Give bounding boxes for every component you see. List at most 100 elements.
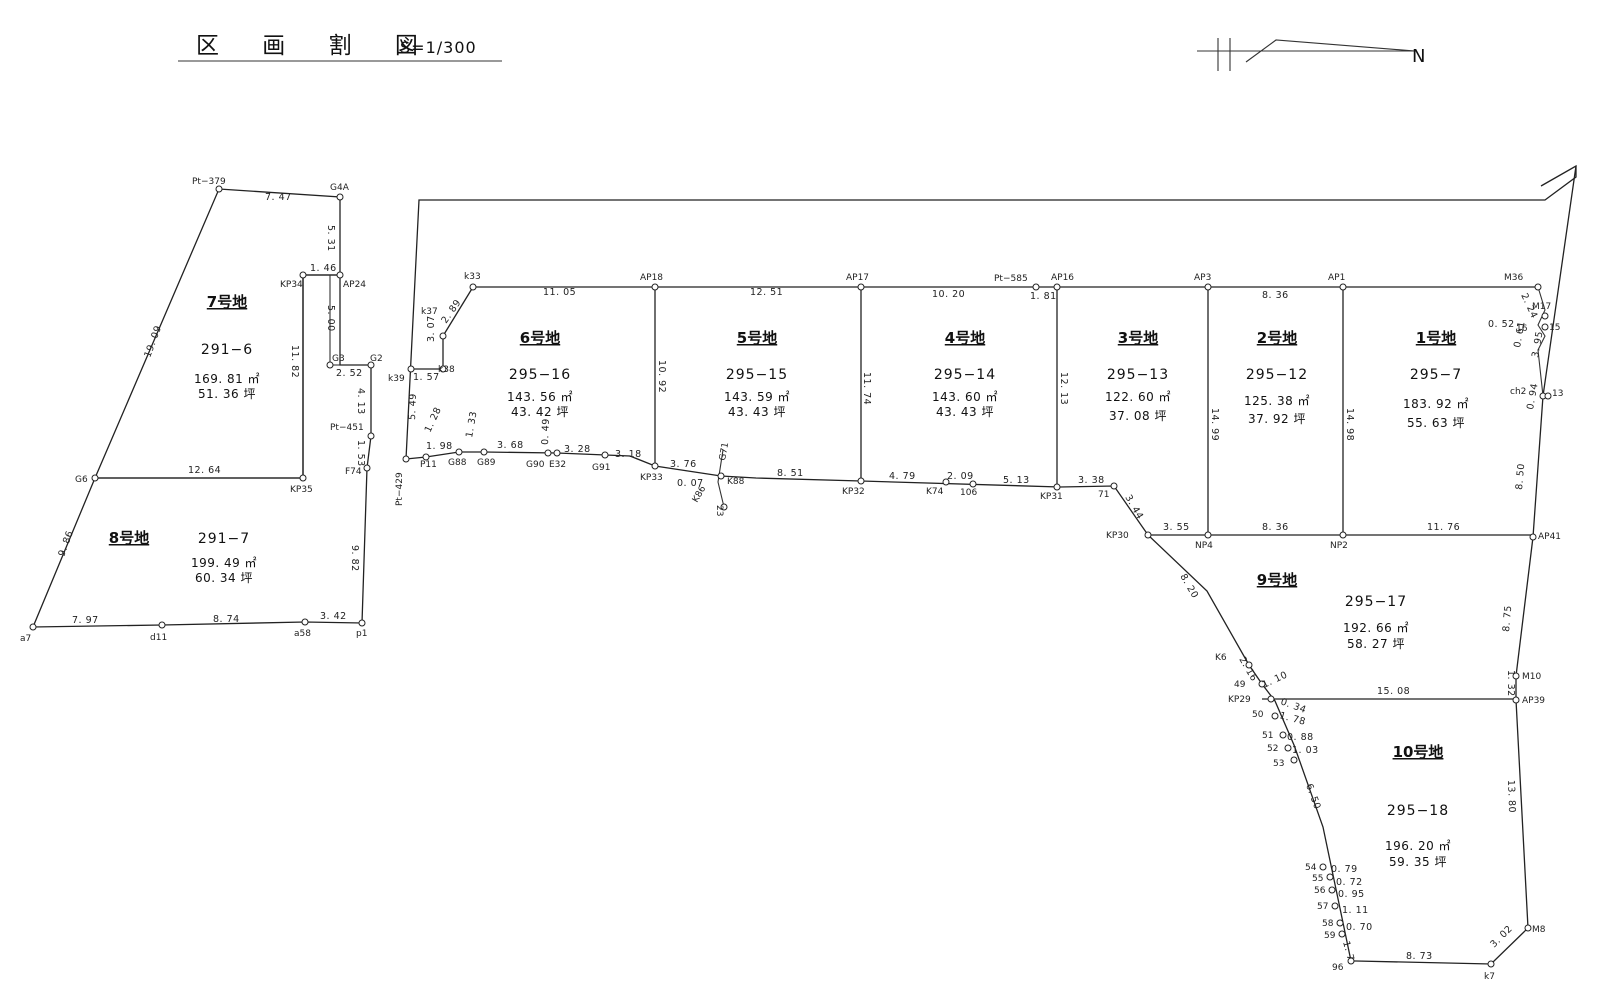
point-label: 59 [1324,931,1336,941]
dimension-label: 3. 95 [1530,330,1545,358]
point-label: P11 [420,460,437,470]
dimension-label: 1. 46 [310,263,337,274]
point-label: 96 [1332,963,1344,973]
lot-area-m2: 143. 59 ㎡ [724,390,790,404]
lot-area-tsubo: 37. 08 坪 [1109,409,1167,423]
point-label: 71 [1098,490,1109,500]
dimension-label: 1. 57 [413,372,440,383]
point-label: 53 [1273,759,1284,769]
point-label: 54 [1305,863,1317,873]
dimension-label: 0. 49 [540,418,552,445]
point-label: 15 [1549,323,1560,333]
dimension-label: 0. 07 [677,478,704,489]
dimension-label: 3. 28 [564,444,591,455]
lot-number: 295−18 [1387,803,1449,819]
lot-number: 291−6 [201,342,253,358]
point-label: 16 [1516,324,1528,334]
dimension-label: 0. 88 [1287,732,1314,743]
lot-7: 7号地 291−6 169. 81 ㎡ 51. 36 坪 [194,293,260,401]
point-label: ch2 [1510,387,1526,397]
point-label: M8 [1532,925,1546,935]
point-label: AP41 [1538,532,1561,542]
lot-4: 4号地 295−14 143. 60 ㎡ 43. 43 坪 [932,329,998,419]
dimension-label: 11. 82 [289,345,300,378]
point-label: NP2 [1330,541,1348,551]
point-label: K6 [1215,653,1227,663]
lot-3: 3号地 295−13 122. 60 ㎡ 37. 08 坪 [1105,329,1171,423]
lot-number: 295−12 [1246,367,1308,383]
point-label: M10 [1522,672,1541,682]
lot-name: 4号地 [945,329,985,347]
point-label: k39 [388,374,405,384]
dimension-label: 8. 75 [1501,605,1514,633]
point-label: KP35 [290,485,313,495]
lot-area-tsubo: 43. 43 坪 [936,405,994,419]
survey-nodes [29,185,1552,968]
point-label: KP32 [842,487,865,497]
point-label: G3 [332,354,345,364]
drawing-title: 区 画 割 図 [196,33,436,59]
dimension-label: 1. 28 [423,405,444,434]
dimension-labels: 7. 47 5. 31 1. 46 5. 00 11. 82 2. 52 4. … [56,192,1545,962]
lot-10: 10号地 295−18 196. 20 ㎡ 59. 35 坪 [1385,743,1451,869]
dimension-label: 0. 95 [1338,889,1365,900]
dimension-label: 10. 20 [932,289,965,300]
lot-number: 291−7 [198,531,250,547]
point-label: E32 [549,460,566,470]
lot-area-m2: 125. 38 ㎡ [1244,394,1310,408]
point-label: AP16 [1051,273,1074,283]
main-block-boundaries [405,164,1577,965]
dimension-label: 14. 99 [1209,408,1220,441]
lot-area-m2: 196. 20 ㎡ [1385,839,1451,853]
dimension-label: 1. 7 [1340,940,1356,962]
lot-area-tsubo: 55. 63 坪 [1407,416,1465,430]
dimension-label: 3. 18 [615,449,642,460]
point-label: p1 [356,629,367,639]
lot-1: 1号地 295−7 183. 92 ㎡ 55. 63 坪 [1403,329,1469,430]
dimension-label: 9. 86 [56,529,75,558]
lot-name: 3号地 [1118,329,1158,347]
point-label: k7 [1484,972,1495,982]
point-label: k37 [421,307,438,317]
lot-area-m2: 183. 92 ㎡ [1403,397,1469,411]
north-label: N [1412,46,1425,67]
dimension-label: 8. 50 [1514,463,1527,491]
point-label: a58 [294,629,311,639]
point-label: KP31 [1040,492,1063,502]
dimension-label: 15. 08 [1377,686,1410,697]
dimension-label: 14. 98 [1344,408,1355,441]
dimension-label: 7. 47 [265,192,292,203]
point-label: 23 [714,505,724,516]
lot-area-m2: 143. 56 ㎡ [507,390,573,404]
north-arrow-icon: N [1197,38,1425,71]
point-label: G89 [477,458,496,468]
dimension-label: 3. 68 [497,440,524,451]
dimension-label: 6. 50 [1303,782,1322,811]
dimension-label: 11. 74 [861,372,872,405]
dimension-label: 2. 09 [947,471,974,482]
point-label: KP34 [280,280,303,290]
point-label: d11 [150,633,167,643]
dimension-label: 0. 94 [1525,382,1540,410]
point-label: G88 [448,458,467,468]
lot-area-m2: 169. 81 ㎡ [194,372,260,386]
dimension-label: 4. 79 [889,471,916,482]
point-label: 106 [960,488,977,498]
dimension-label: 13. 80 [1505,780,1517,814]
dimension-label: 1. 81 [1030,291,1057,302]
lot-area-tsubo: 43. 43 坪 [728,405,786,419]
lot-name: 2号地 [1257,329,1297,347]
dimension-label: 1. 32 [1505,670,1516,697]
dimension-label: 8. 74 [213,614,240,625]
dimension-label: 5. 49 [407,393,419,420]
drawing-header: 区 画 割 図 S=1/300 [178,33,502,62]
dimension-label: 3. 42 [320,611,347,622]
lot-name: 1号地 [1416,329,1456,347]
lot-5: 5号地 295−15 143. 59 ㎡ 43. 43 坪 [724,329,790,419]
dimension-label: 1. 11 [1342,905,1369,916]
dimension-label: 8. 20 [1177,572,1200,601]
point-label: K74 [926,487,944,497]
dimension-label: 5. 31 [325,225,336,252]
point-label: KP29 [1228,695,1251,705]
